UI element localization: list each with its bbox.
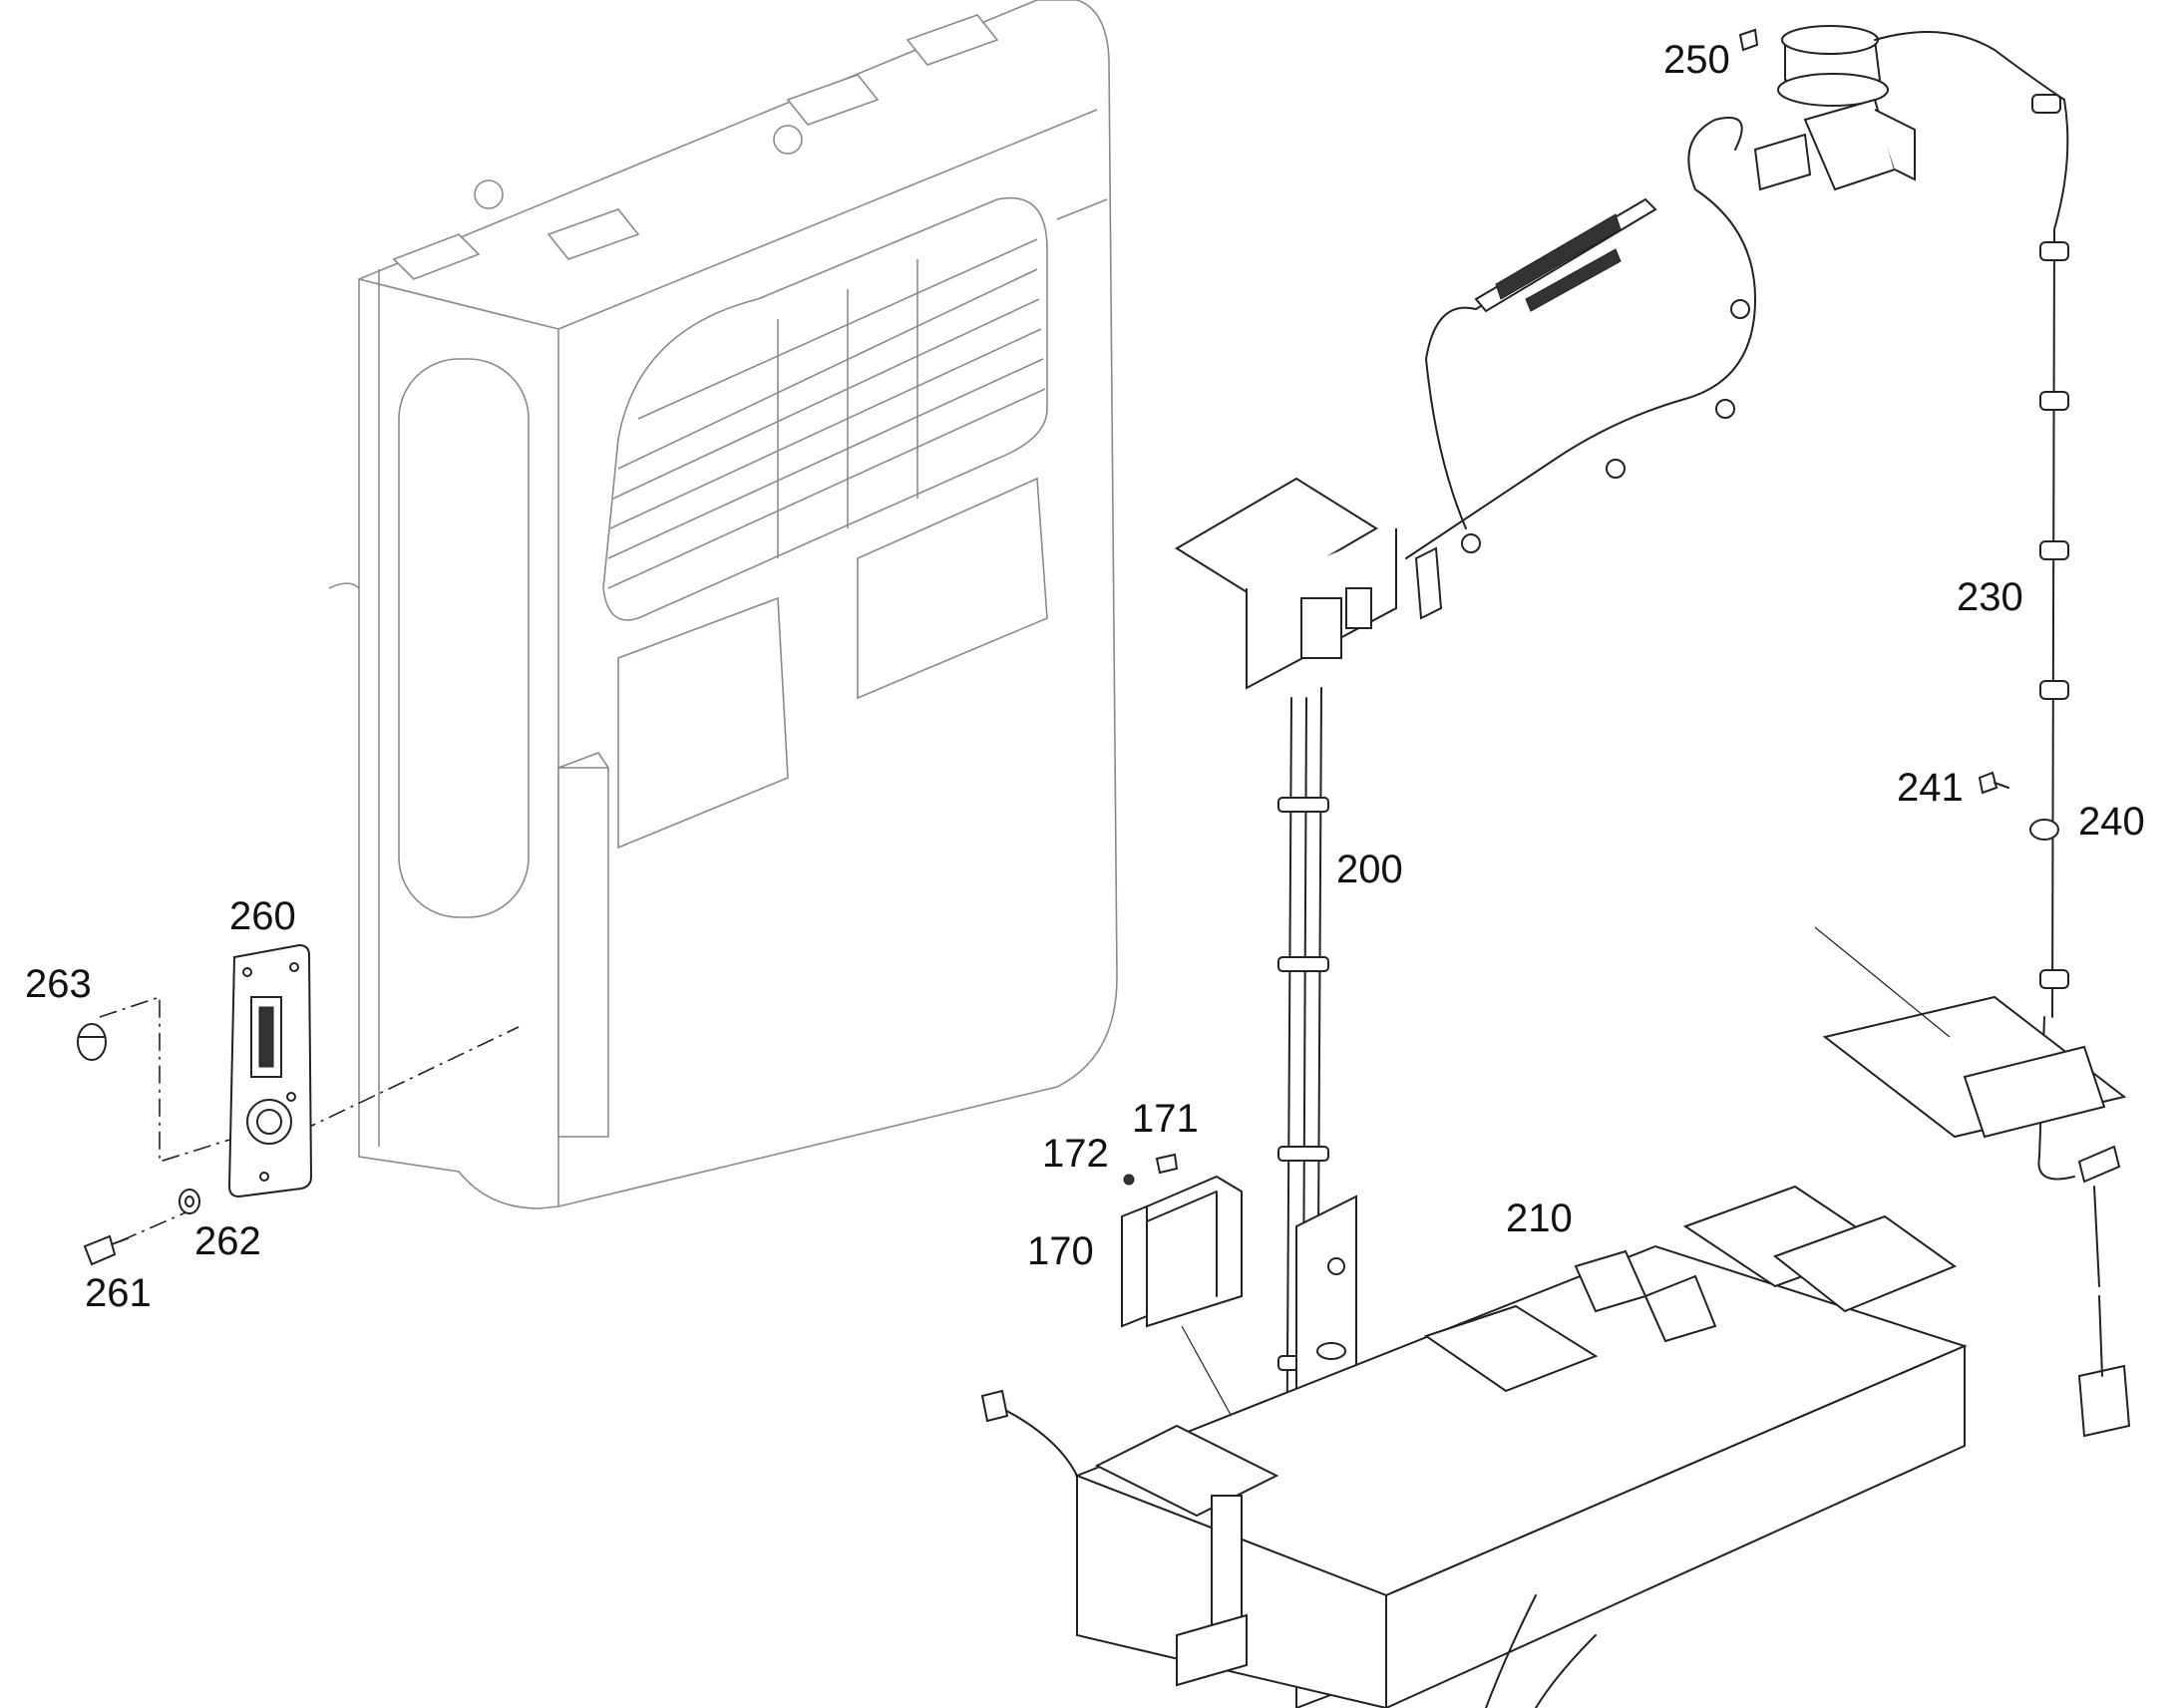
washer-262 bbox=[179, 1189, 200, 1214]
cab-body bbox=[328, 0, 1118, 1209]
callout-261: 261 bbox=[85, 1271, 152, 1315]
callout-210: 210 bbox=[1506, 1196, 1573, 1240]
beacon-250 bbox=[1738, 25, 1916, 191]
callout-230: 230 bbox=[1957, 575, 2023, 619]
harness-230-clips bbox=[2031, 94, 2069, 989]
screw-171 bbox=[1155, 1153, 1179, 1175]
callout-250: 250 bbox=[1663, 38, 1730, 82]
plate-260 bbox=[227, 943, 313, 1198]
cap-263 bbox=[77, 1023, 107, 1061]
callout-171: 171 bbox=[1132, 1097, 1199, 1141]
harness-230 bbox=[1874, 31, 2131, 1438]
clip-240 bbox=[2029, 819, 2059, 841]
roof-harness-clips bbox=[1461, 299, 1750, 553]
mount-plate bbox=[1814, 926, 2127, 1139]
callout-labels: 170 171 172 200 210 230 240 241 250 260 … bbox=[25, 38, 2145, 1315]
nut-172 bbox=[1123, 1174, 1135, 1186]
bracket-170 bbox=[1121, 1175, 1243, 1328]
battery-box-210 bbox=[980, 1185, 1968, 1708]
roof-harness bbox=[1405, 117, 1756, 559]
callout-262: 262 bbox=[194, 1219, 261, 1263]
callout-241: 241 bbox=[1897, 766, 1964, 810]
callout-240: 240 bbox=[2078, 800, 2145, 844]
callout-172: 172 bbox=[1042, 1132, 1109, 1176]
callout-260: 260 bbox=[229, 894, 296, 938]
callout-263: 263 bbox=[25, 962, 92, 1006]
callout-170: 170 bbox=[1027, 1229, 1094, 1273]
screw-241 bbox=[1978, 771, 2009, 795]
grille-lines bbox=[607, 238, 1046, 589]
screw-261 bbox=[83, 1234, 129, 1266]
callout-200: 200 bbox=[1336, 848, 1403, 891]
